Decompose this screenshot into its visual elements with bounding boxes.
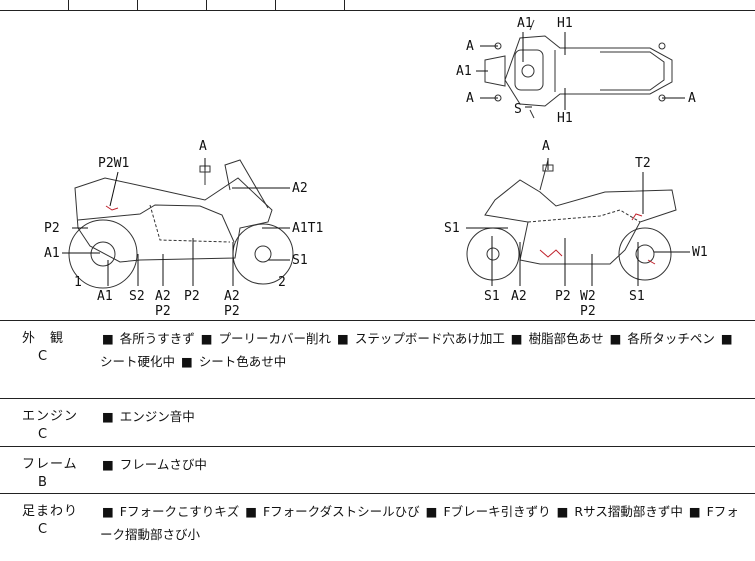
section-item: Fフォーク摺動部さび小 <box>100 504 739 542</box>
label-right-w1: W1 <box>692 245 708 260</box>
section-item: Fフォークダストシールひび <box>259 504 424 519</box>
scooter-left-view <box>68 159 294 289</box>
label-right-s1: S1 <box>444 221 460 236</box>
section-item: Fブレーキ引きずり <box>439 504 555 519</box>
label-top-h1: H1 <box>557 16 573 31</box>
label-left-p2-rear: P2 <box>224 304 240 319</box>
top-cell <box>138 0 207 10</box>
section-items: ■ 各所うすきず ■ プーリーカバー削れ ■ ステップボード穴あけ加工 ■ 樹脂… <box>100 327 745 373</box>
bullet-icon: ■ <box>425 504 438 519</box>
label-left-p2: P2 <box>44 221 60 236</box>
section-item: ステップボード穴あけ加工 <box>350 331 509 346</box>
label-left-a1: A1 <box>44 246 60 261</box>
section-label: 足まわり <box>22 504 79 519</box>
section-grade: C <box>38 427 48 442</box>
label-top-h1-bottom: H1 <box>557 111 573 126</box>
label-left-s1: S1 <box>292 253 308 268</box>
section-item: 各所タッチペン <box>623 331 719 346</box>
left-view-callouts <box>62 158 290 286</box>
section-items: ■ Fフォークこすりキズ ■ Fフォークダストシールひび ■ Fブレーキ引きずり… <box>100 500 745 546</box>
scooter-diagram-svg: A1 H1 A A1 A S H1 A <box>44 16 708 319</box>
label-right-s1-rear: S1 <box>629 289 645 304</box>
section-items: ■ エンジン音中 <box>100 405 745 428</box>
bullet-icon: ■ <box>245 504 258 519</box>
top-view-callouts <box>476 32 685 110</box>
label-left-a2-rear: A2 <box>224 289 240 304</box>
scooter-top-view <box>484 19 673 119</box>
bullet-icon: ■ <box>337 331 349 346</box>
section-item: Fフォークこすりキズ <box>115 504 244 519</box>
label-left-a2: A2 <box>292 181 308 196</box>
label-left-a1-bottom: A1 <box>97 289 113 304</box>
label-right-t2: T2 <box>635 156 651 171</box>
section-grade: C <box>38 522 48 537</box>
section-engine: エンジン C ■ エンジン音中 <box>0 399 755 447</box>
bullet-icon: ■ <box>556 504 569 519</box>
label-top-a: A <box>466 39 474 54</box>
label-right-p2: P2 <box>555 289 571 304</box>
label-left-p2-bottom: P2 <box>184 289 200 304</box>
section-item: エンジン音中 <box>115 409 195 424</box>
label-left-1: 1 <box>74 275 82 290</box>
label-left-p2w1: P2W1 <box>98 156 129 171</box>
section-label: 外 観 <box>22 331 65 346</box>
section-exterior: 外 観 C ■ 各所うすきず ■ プーリーカバー削れ ■ ステップボード穴あけ加… <box>0 321 755 399</box>
bullet-icon: ■ <box>102 457 114 472</box>
section-item: シート硬化中 <box>100 354 179 369</box>
section-label: エンジン <box>22 409 79 424</box>
left-view-labels: A P2W1 A2 P2 A1T1 A1 S1 1 2 A1 S2 A2 P2 … <box>44 139 323 319</box>
label-right-a: A <box>542 139 550 154</box>
label-top-a-bottom: A <box>466 91 474 106</box>
right-view-callouts <box>466 158 690 286</box>
bullet-icon: ■ <box>510 331 523 346</box>
label-top-a-right: A <box>688 91 696 106</box>
label-right-p2-lower: P2 <box>580 304 596 319</box>
section-item: シート色あせ中 <box>194 354 287 369</box>
bullet-icon: ■ <box>720 331 733 346</box>
section-grade: C <box>38 349 48 364</box>
label-left-a: A <box>199 139 207 154</box>
bullet-icon: ■ <box>102 504 114 519</box>
scooter-right-view <box>466 159 677 281</box>
top-table-strip <box>0 0 755 11</box>
label-left-p2-lower: P2 <box>155 304 171 319</box>
right-view-labels: A T2 S1 W1 S1 A2 P2 W2 P2 S1 <box>444 139 708 319</box>
section-items: ■ フレームさび中 <box>100 453 745 476</box>
label-top-s: S <box>514 102 522 117</box>
bullet-icon: ■ <box>102 331 114 346</box>
bullet-icon: ■ <box>200 331 213 346</box>
section-suspension: 足まわり C ■ Fフォークこすりキズ ■ Fフォークダストシールひび ■ Fブ… <box>0 494 755 561</box>
label-right-a2: A2 <box>511 289 527 304</box>
section-grade: B <box>38 475 47 490</box>
top-cell <box>0 0 69 10</box>
top-cell <box>207 0 276 10</box>
section-item: 樹脂部色あせ <box>524 331 608 346</box>
section-frame: フレーム B ■ フレームさび中 <box>0 447 755 494</box>
label-left-a2-bottom: A2 <box>155 289 171 304</box>
section-item: フレームさび中 <box>115 457 207 472</box>
label-right-w2: W2 <box>580 289 596 304</box>
top-cell <box>69 0 138 10</box>
bullet-icon: ■ <box>102 409 114 424</box>
label-left-a1t1: A1T1 <box>292 221 323 236</box>
damage-diagram: A1 H1 A A1 A S H1 A <box>0 10 755 321</box>
section-item: Rサス摺動部きず中 <box>570 504 687 519</box>
bullet-icon: ■ <box>609 331 622 346</box>
section-item: 各所うすきず <box>115 331 199 346</box>
section-item: プーリーカバー削れ <box>214 331 336 346</box>
bullet-icon: ■ <box>180 354 193 369</box>
bullet-icon: ■ <box>688 504 701 519</box>
label-top-a1: A1 <box>517 16 533 31</box>
top-cell <box>276 0 345 10</box>
label-left-s2: S2 <box>129 289 145 304</box>
label-left-2: 2 <box>278 275 286 290</box>
label-right-s1-bottom: S1 <box>484 289 500 304</box>
top-view-labels: A1 H1 A A1 A S H1 A <box>456 16 696 126</box>
section-label: フレーム <box>22 457 78 472</box>
label-top-a1-left: A1 <box>456 64 472 79</box>
